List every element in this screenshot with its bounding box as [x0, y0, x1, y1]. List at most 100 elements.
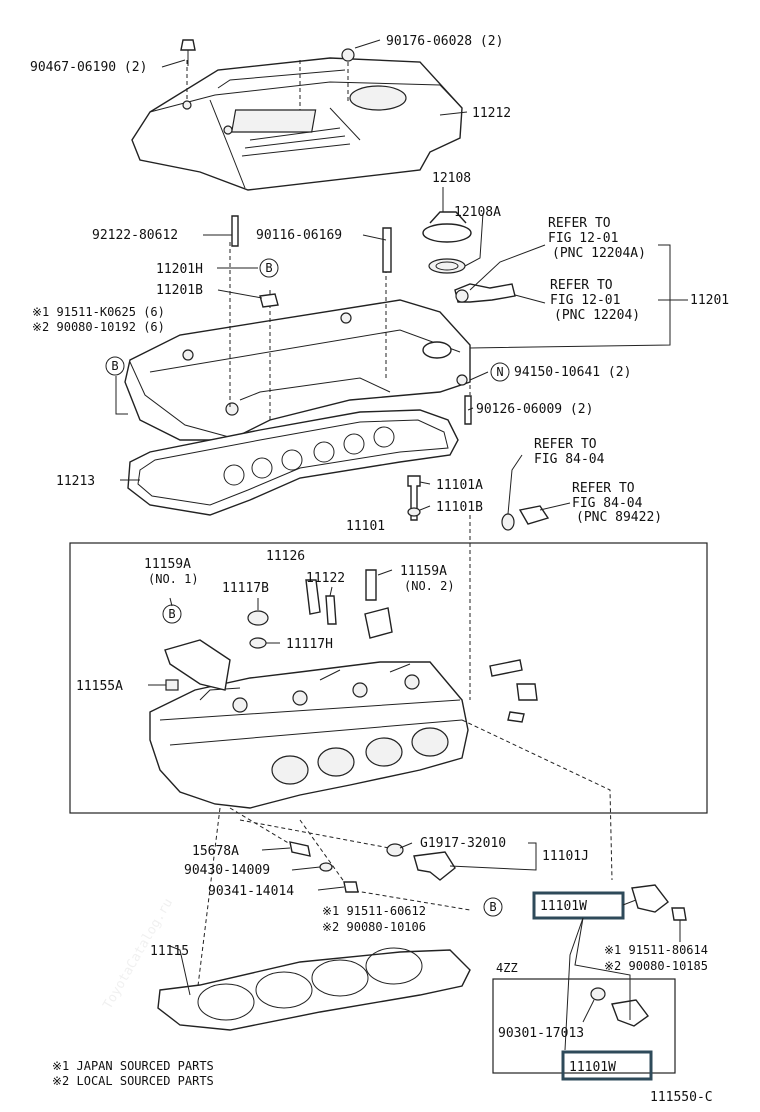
callout-11213: 11213: [56, 474, 95, 489]
callout-pnc-89422: (PNC 89422): [576, 510, 662, 525]
callout-92122-80612: 92122-80612: [92, 228, 178, 243]
stud-90116: [382, 227, 392, 273]
callout-11101: 11101: [346, 519, 385, 534]
callout-90116-06169: 90116-06169: [256, 228, 342, 243]
engine-cover-11212: [131, 39, 463, 191]
sensor-11101W: [631, 884, 669, 913]
callout-90341-14014: 90341-14014: [208, 884, 294, 899]
svg-text:B: B: [111, 359, 118, 373]
bolt-15678A: [289, 841, 311, 857]
figure-number: 111550-C: [650, 1090, 713, 1105]
variant-4zz-frame: [492, 978, 676, 1074]
callout-pnc-12204: (PNC 12204): [554, 308, 640, 323]
callout-94150-10641: 94150-10641 (2): [514, 365, 631, 380]
plug-11126: [305, 579, 321, 615]
plug-90341: [343, 881, 359, 893]
leader-dashes-lower: [194, 515, 613, 1011]
callout-11101W-1: 11101W: [540, 899, 587, 914]
leader-dash-b: [115, 376, 128, 415]
callout-11201H: 11201H: [156, 262, 203, 277]
sensor-11101J: [413, 851, 456, 881]
callout-11122: 11122: [306, 571, 345, 586]
callout-90080-10106: ※2 90080-10106: [322, 920, 426, 934]
svg-text:B: B: [489, 900, 496, 914]
stud-92122: [231, 215, 239, 247]
callout-g1917-32010: G1917-32010: [420, 836, 506, 851]
marker-b-2: B: [105, 356, 125, 376]
callout-91511-80614: ※1 91511-80614: [604, 943, 708, 957]
callout-4zz: 4ZZ: [496, 961, 518, 975]
footnote-japan: ※1 JAPAN SOURCED PARTS: [52, 1059, 214, 1073]
washer-90430: [319, 862, 333, 872]
marker-n: N: [490, 362, 510, 382]
callout-no2: (NO. 2): [404, 579, 455, 593]
callout-11201: 11201: [690, 293, 729, 308]
callout-fig-12-01-a: FIG 12-01: [548, 231, 618, 246]
callout-12108: 12108: [432, 171, 471, 186]
bolt-11159A: [365, 569, 377, 601]
stud-right-1: [489, 659, 523, 677]
callout-11159A-2: 11159A: [400, 564, 447, 579]
callout-11126: 11126: [266, 549, 305, 564]
head-cover-gasket-11213: [127, 409, 459, 516]
highlight-11101W-2[interactable]: [561, 1050, 653, 1081]
callout-11201B: 11201B: [156, 283, 203, 298]
cam-sensor-seal: [501, 513, 515, 531]
callout-90467-06190: 90467-06190 (2): [30, 60, 147, 75]
callout-15678A: 15678A: [192, 844, 239, 859]
callout-11155A: 11155A: [76, 679, 123, 694]
marker-b-3: B: [162, 604, 182, 624]
callout-91511-k0625: ※1 91511-K0625 (6): [32, 305, 165, 319]
cylinder-head-11101: [149, 661, 469, 809]
callout-90126-06009: 90126-06009 (2): [476, 402, 593, 417]
highlight-11101W-1[interactable]: [532, 891, 625, 920]
callout-fig-12-01-b: FIG 12-01: [550, 293, 620, 308]
leader-lines: [120, 39, 688, 1051]
svg-text:B: B: [168, 607, 175, 621]
head-cover-11201: [124, 299, 471, 441]
callout-no1: (NO. 1): [148, 572, 199, 586]
marker-b-1: B: [259, 258, 279, 278]
callout-refer-1: REFER TO: [548, 216, 611, 231]
pin-11155A: [165, 679, 179, 691]
pcv-valve: [454, 283, 516, 303]
callout-90080-10185: ※2 90080-10185: [604, 959, 708, 973]
seal-11201B: [259, 293, 279, 308]
oring-90301: [590, 987, 606, 1001]
cam-cap-no2: [364, 607, 393, 639]
callout-11101A: 11101A: [436, 478, 483, 493]
callout-11212: 11212: [472, 106, 511, 121]
callout-refer-3: REFER TO: [534, 437, 597, 452]
bolt-91511-80614: [671, 907, 687, 921]
plug-11117B: [247, 610, 269, 626]
callout-fig-84-04-b: FIG 84-04: [572, 496, 643, 511]
callout-fig-84-04-a: FIG 84-04: [534, 452, 605, 467]
footnote-local: ※2 LOCAL SOURCED PARTS: [52, 1074, 214, 1088]
marker-b-4: B: [483, 897, 503, 917]
callout-11159A-1: 11159A: [144, 557, 191, 572]
svg-text:B: B: [265, 261, 272, 275]
leader-dash-cover: [229, 242, 471, 420]
head-gasket-11115: [157, 947, 471, 1031]
svg-text:N: N: [496, 365, 503, 379]
callout-90080-10192: ※2 90080-10192 (6): [32, 320, 165, 334]
callout-11117B: 11117B: [222, 581, 269, 596]
callout-refer-4: REFER TO: [572, 481, 635, 496]
callout-11101B: 11101B: [436, 500, 483, 515]
oil-filler-cap-12108: [422, 211, 472, 274]
cam-sensor-89422: [518, 505, 550, 525]
cylinder-head-frame: [69, 542, 708, 814]
callout-11117H: 11117H: [286, 637, 333, 652]
callout-90301-17013: 90301-17013: [498, 1026, 584, 1041]
callout-91511-60612: ※1 91511-60612: [322, 904, 426, 918]
washer-11101B: [407, 507, 421, 517]
oring-11117H: [249, 637, 267, 649]
pin-11122: [325, 595, 337, 625]
plug-right: [516, 683, 538, 701]
camshaft-bearing-cap: [164, 639, 231, 691]
callout-pnc-12204a: (PNC 12204A): [552, 246, 646, 261]
callout-11115: 11115: [150, 944, 189, 959]
callout-labels: 90467-06190 (2) 90176-06028 (2) 11212 12…: [30, 34, 729, 1105]
oring-g1917: [386, 843, 404, 857]
